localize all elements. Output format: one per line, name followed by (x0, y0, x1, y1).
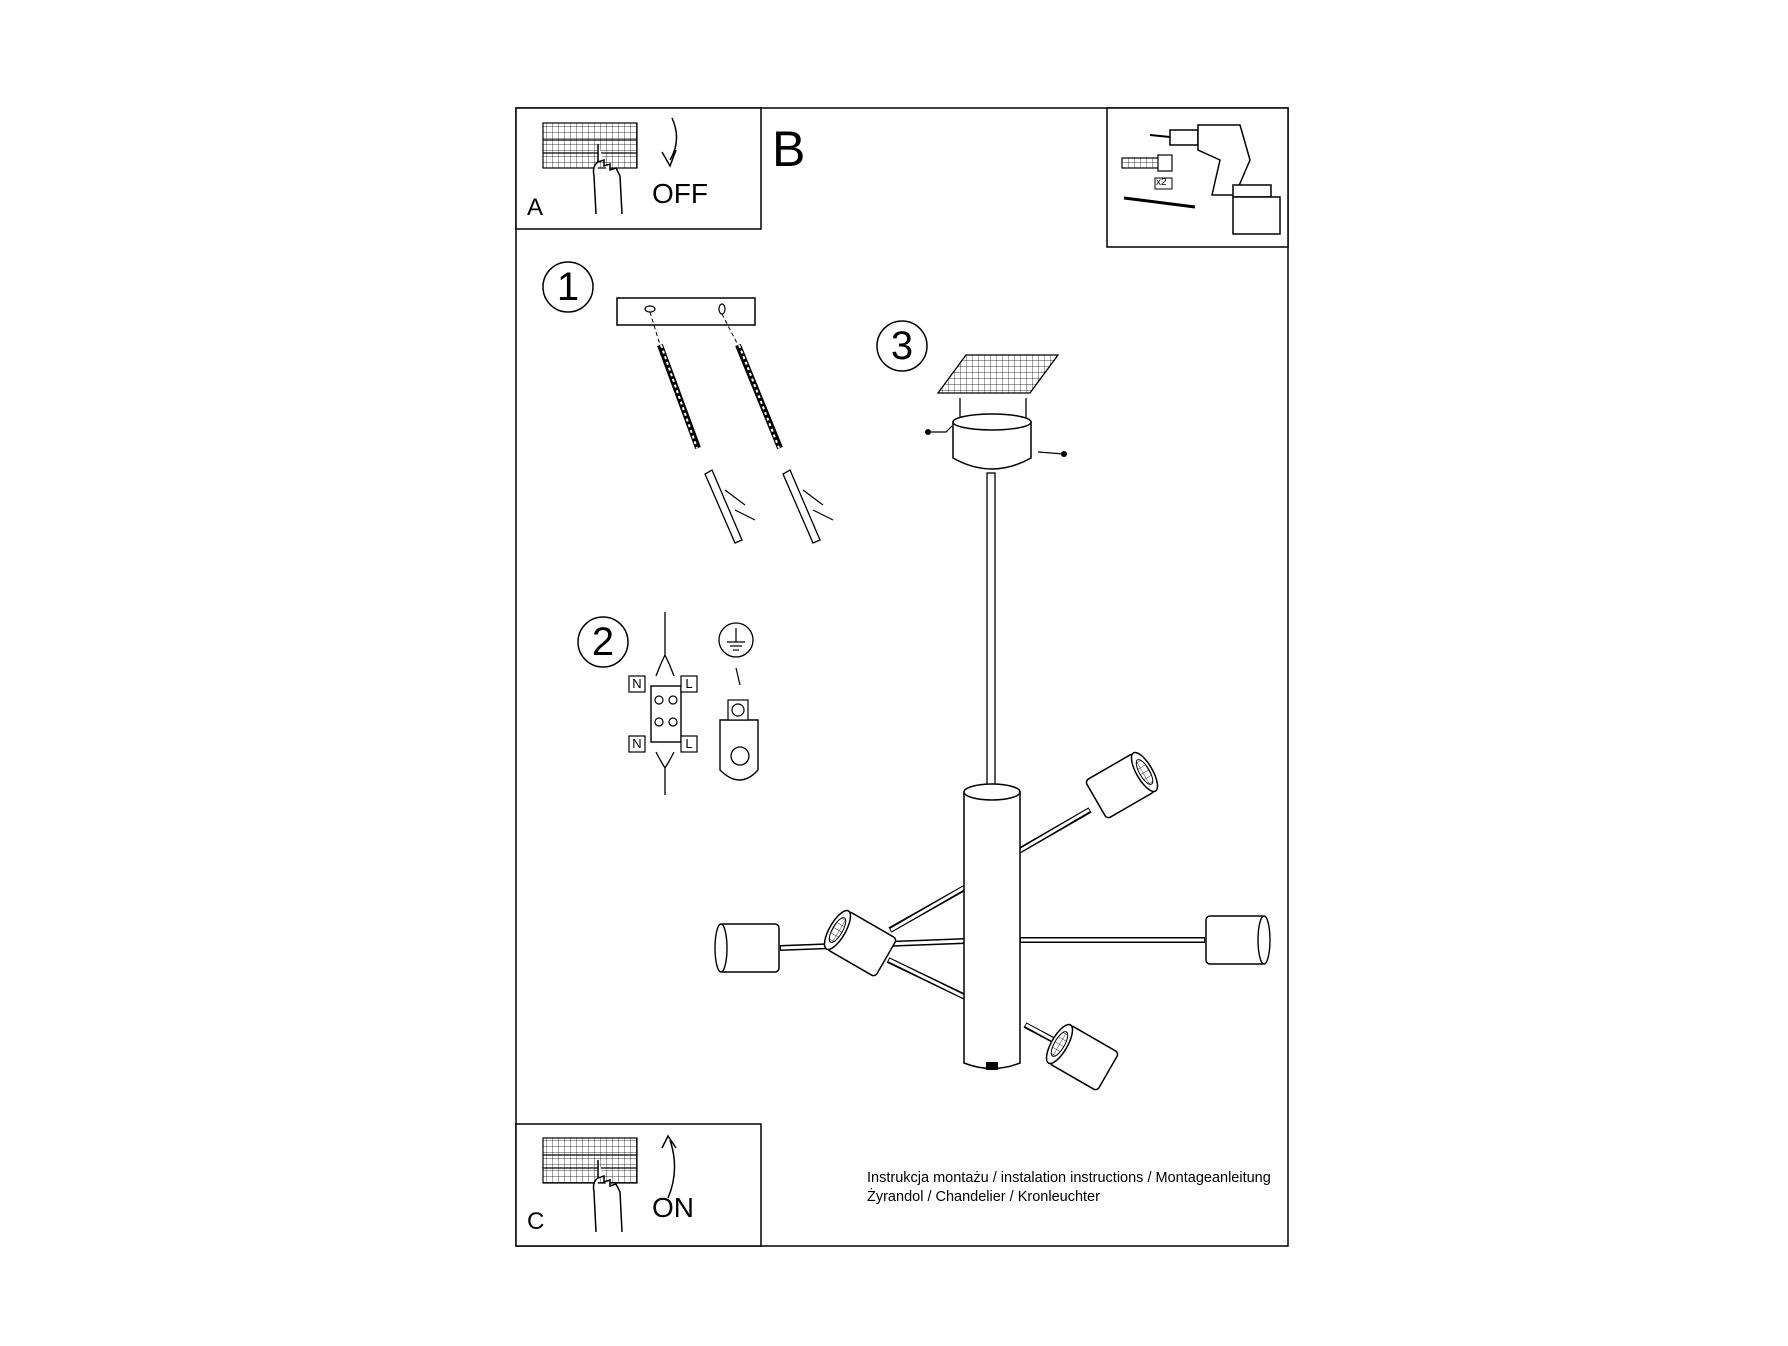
screw-icon (1123, 196, 1196, 209)
breaker-box-icon (542, 1137, 638, 1184)
panel-a-letter: A (527, 194, 544, 221)
canopy (952, 421, 1032, 470)
central-tube (963, 791, 1021, 1070)
wall-plug-icon (704, 469, 834, 544)
suspension-rod (986, 472, 996, 792)
mounting-plate (616, 297, 756, 326)
quantity-box (1154, 177, 1173, 190)
step-2-number: 2 (591, 620, 615, 664)
wall-plug-icon (1121, 154, 1173, 172)
panel-c-letter: C (527, 1208, 545, 1235)
quantity-label: x2 (1156, 177, 1167, 188)
curved-arrow-icon (661, 1134, 677, 1199)
panel-c-state: ON (652, 1192, 694, 1223)
step-2-drawing (577, 612, 759, 795)
screw-icon (657, 343, 783, 450)
step-3-circle (876, 320, 928, 372)
live-label-bottom: L (685, 736, 693, 751)
curved-arrow-icon (661, 117, 678, 168)
hand-icon (592, 144, 623, 215)
step-1-number: 1 (556, 265, 580, 309)
sheet-frame (515, 107, 1289, 1247)
step-1-drawing (542, 261, 834, 544)
socket-bottom-right (1045, 1023, 1119, 1091)
step-3-number: 3 (890, 324, 914, 368)
panel-c (515, 1123, 762, 1247)
panel-a-state: OFF (652, 178, 708, 209)
drill-icon (1149, 124, 1281, 235)
tools-panel (1106, 107, 1289, 248)
footer-line-1: Instrukcja montażu / instalation instruc… (867, 1170, 1271, 1186)
breaker-box-icon (542, 122, 638, 169)
neutral-label-bottom: N (632, 736, 642, 751)
chandelier-icon (714, 320, 1271, 1091)
step-2-circle (577, 616, 629, 668)
earth-ground-icon (718, 622, 754, 686)
step-1-circle (542, 261, 594, 313)
terminal-block-icon (650, 685, 682, 743)
socket-left (714, 923, 780, 973)
hand-icon (592, 1160, 623, 1233)
socket-right (1205, 915, 1271, 965)
neutral-label-top: N (632, 676, 642, 691)
panel-a (515, 107, 762, 230)
panel-b-letter: B (772, 121, 806, 177)
earth-terminal-icon (719, 699, 759, 781)
footer-line-2: Żyrandol / Chandelier / Kronleuchter (867, 1189, 1100, 1205)
ceiling-bracket (936, 354, 1060, 394)
live-label-top: L (685, 676, 693, 691)
socket-top-right (1085, 751, 1159, 819)
socket-front-left (823, 909, 897, 977)
